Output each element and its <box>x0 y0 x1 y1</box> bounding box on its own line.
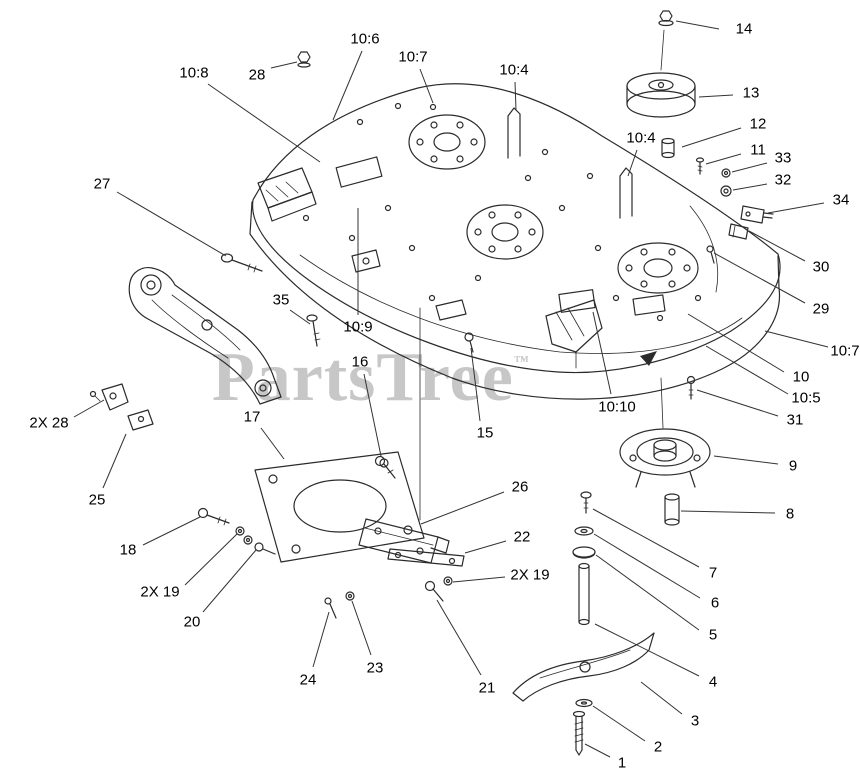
part-callout-31: 31 <box>786 411 804 429</box>
part-callout-32: 32 <box>774 171 792 189</box>
part-callout-10-7: 10:7 <box>830 342 860 360</box>
leader-line <box>419 68 434 104</box>
leader-line <box>592 508 700 568</box>
part-callout-22: 22 <box>513 528 531 546</box>
leader-line <box>260 427 285 460</box>
diagram-artwork <box>89 10 781 756</box>
leader-line <box>640 681 683 715</box>
part-callout-2x-28: 2X 28 <box>29 414 69 432</box>
part-callout-3: 3 <box>690 712 700 730</box>
leader-line <box>470 347 481 422</box>
part-callout-17: 17 <box>243 408 261 426</box>
leader-line <box>696 389 779 417</box>
leader-line <box>184 533 238 586</box>
part-callout-1: 1 <box>617 754 627 772</box>
leader-line <box>592 311 612 395</box>
leader-line <box>592 705 646 742</box>
part-callout-20: 20 <box>183 613 201 631</box>
part-callout-25: 25 <box>88 491 106 509</box>
watermark-trademark: ™ <box>513 354 529 370</box>
leader-line <box>270 61 298 69</box>
part-callout-10-9: 10:9 <box>343 318 373 336</box>
leader-line <box>452 576 506 583</box>
leader-line <box>705 153 742 165</box>
leader-line <box>767 202 825 214</box>
part-callout-10-5: 10:5 <box>791 389 821 407</box>
part-callout-4: 4 <box>708 673 718 691</box>
part-callout-14: 14 <box>735 20 753 38</box>
part-callout-7: 7 <box>708 564 718 582</box>
leader-line <box>594 623 700 677</box>
part-callout-2x-19: 2X 19 <box>140 583 180 601</box>
leader-line <box>595 554 700 631</box>
leader-line <box>584 743 611 758</box>
part-callout-12: 12 <box>749 115 767 133</box>
part-callout-16: 16 <box>351 353 369 371</box>
part-callout-2: 2 <box>653 738 663 756</box>
leader-line <box>748 230 806 262</box>
leader-line <box>675 20 720 30</box>
leader-line <box>514 81 517 111</box>
leader-line <box>312 611 330 668</box>
part-callout-28: 28 <box>248 66 266 84</box>
part-callout-9: 9 <box>788 457 798 475</box>
leader-line <box>116 191 227 257</box>
part-callout-30: 30 <box>812 258 830 276</box>
part-callout-10-6: 10:6 <box>350 30 380 48</box>
leader-line <box>102 433 127 489</box>
part-callout-33: 33 <box>774 149 792 167</box>
leader-line <box>351 600 372 656</box>
leader-line <box>207 83 321 163</box>
part-callout-10-8: 10:8 <box>179 64 209 82</box>
leader-line <box>687 313 785 373</box>
leader-line <box>681 127 742 148</box>
part-callout-26: 26 <box>511 478 529 496</box>
part-callout-2x-19: 2X 19 <box>510 566 550 584</box>
part-callout-21: 21 <box>478 679 496 697</box>
part-callout-8: 8 <box>785 505 795 523</box>
leader-line <box>698 94 734 98</box>
part-callout-11: 11 <box>750 141 766 159</box>
part-callout-10: 10 <box>792 368 810 386</box>
leader-lines <box>73 20 829 758</box>
leader-line <box>713 455 779 465</box>
part-callout-24: 24 <box>299 671 317 689</box>
leader-line <box>202 549 257 613</box>
leader-line <box>436 599 482 676</box>
leader-line <box>627 149 638 177</box>
part-callout-10-4: 10:4 <box>499 61 529 79</box>
part-callout-13: 13 <box>742 84 760 102</box>
leader-line <box>713 252 806 304</box>
part-callout-10-4: 10:4 <box>626 129 656 147</box>
leader-line <box>705 345 789 395</box>
leader-line <box>142 516 201 546</box>
part-callout-27: 27 <box>93 175 111 193</box>
leader-line <box>731 162 768 173</box>
part-callout-34: 34 <box>832 191 850 209</box>
leader-line <box>732 183 768 191</box>
part-callout-23: 23 <box>366 659 384 677</box>
part-callout-10-7: 10:7 <box>398 48 428 66</box>
part-callout-10-10: 10:10 <box>598 398 636 416</box>
part-callout-15: 15 <box>476 424 494 442</box>
part-callout-18: 18 <box>119 541 137 559</box>
part-callout-29: 29 <box>812 300 830 318</box>
leader-line <box>363 373 382 457</box>
leader-line <box>73 399 105 418</box>
leader-line <box>332 50 363 121</box>
leader-line <box>680 510 776 514</box>
part-callout-35: 35 <box>272 291 290 309</box>
part-callout-6: 6 <box>710 594 720 612</box>
leader-line <box>593 533 701 599</box>
leader-line <box>764 330 829 348</box>
leader-line <box>420 491 505 525</box>
leader-line <box>464 540 507 554</box>
leader-line <box>289 309 311 325</box>
part-callout-5: 5 <box>708 626 718 644</box>
